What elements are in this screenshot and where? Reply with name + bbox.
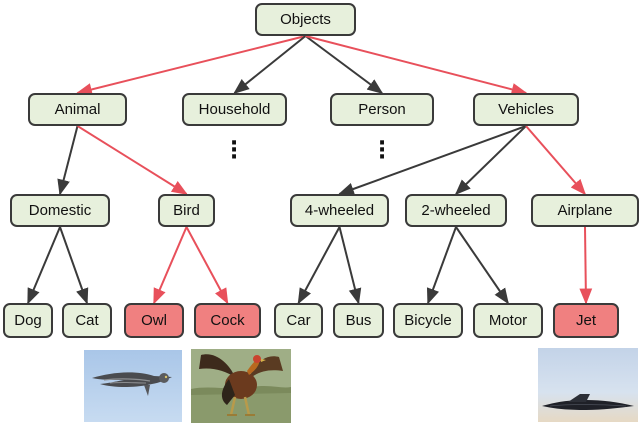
edge-bird-to-owl <box>153 226 188 305</box>
edge-objects-to-animal <box>75 35 306 96</box>
edge-objects-to-person <box>304 35 384 94</box>
edge-animal-to-bird <box>76 125 188 195</box>
node-jet: Jet <box>553 303 619 338</box>
edge-airplane-to-jet <box>579 226 593 305</box>
node-owl: Owl <box>124 303 184 338</box>
node-four-wheeled: 4-wheeled <box>290 194 389 227</box>
edge-domestic-to-dog <box>27 226 61 305</box>
edge-animal-to-domestic <box>57 125 79 196</box>
node-bicycle: Bicycle <box>393 303 463 338</box>
edge-two_wheeled-to-motor <box>455 226 509 305</box>
edge-four_wheeled-to-car <box>297 226 341 305</box>
edge-objects-to-household <box>233 35 307 95</box>
edge-vehicles-to-two_wheeled <box>454 125 527 196</box>
node-domestic: Domestic <box>10 194 110 227</box>
node-cat: Cat <box>62 303 112 338</box>
edge-vehicles-to-four_wheeled <box>337 125 527 196</box>
node-two-wheeled: 2-wheeled <box>405 194 507 227</box>
node-vehicles: Vehicles <box>473 93 579 126</box>
node-person: Person <box>330 93 434 126</box>
edge-objects-to-vehicles <box>305 35 528 96</box>
node-household: Household <box>182 93 287 126</box>
node-car: Car <box>274 303 323 338</box>
edge-two_wheeled-to-bicycle <box>426 226 457 305</box>
node-animal: Animal <box>28 93 127 126</box>
edge-bird-to-cock <box>185 226 229 305</box>
node-dog: Dog <box>3 303 53 338</box>
edge-four_wheeled-to-bus <box>338 226 362 305</box>
jet-photo <box>538 348 638 422</box>
ellipsis-person: ··· <box>377 131 387 170</box>
node-airplane: Airplane <box>531 194 639 227</box>
node-objects: Objects <box>255 3 356 36</box>
edge-domestic-to-cat <box>59 226 89 305</box>
owl-photo <box>84 350 182 422</box>
edge-vehicles-to-airplane <box>525 125 587 196</box>
ellipsis-household: ··· <box>229 131 239 170</box>
node-cock: Cock <box>194 303 261 338</box>
node-bus: Bus <box>333 303 384 338</box>
node-bird: Bird <box>158 194 215 227</box>
rooster-photo <box>191 349 291 423</box>
node-motor: Motor <box>473 303 543 338</box>
